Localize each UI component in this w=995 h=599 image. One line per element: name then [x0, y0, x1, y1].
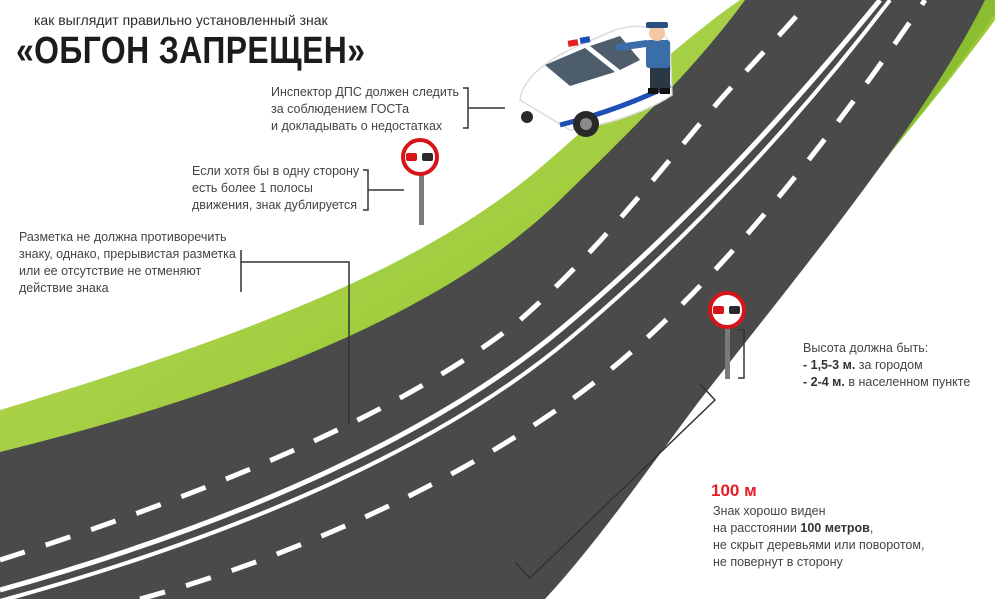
note-markings-line: знаку, однако, прерывистая разметка [19, 247, 236, 261]
callout-inspector [463, 87, 469, 129]
note-inspector: Инспектор ДПС должен следить за соблюден… [271, 84, 459, 135]
dashed-lane-line-left [0, 0, 810, 560]
note-markings-line: действие знака [19, 281, 109, 295]
callout-visibility [514, 383, 717, 580]
callout-duplicate [363, 169, 369, 211]
note-visibility-line: Знак хорошо виден [713, 504, 826, 518]
note-height-intro: Высота должна быть: [803, 341, 929, 355]
no-overtaking-sign-icon [401, 138, 439, 225]
visibility-distance: 100 м [711, 481, 757, 500]
note-visibility-line: не скрыт деревьями или поворотом, [713, 538, 925, 552]
height-rural-text: за городом [855, 358, 923, 372]
note-duplicate-line: есть более 1 полосы [192, 181, 313, 195]
callout-markings [240, 250, 350, 425]
page-subtitle: как выглядит правильно установленный зна… [34, 12, 328, 28]
note-markings: Разметка не должна противоречить знаку, … [19, 229, 236, 297]
note-height-urban: - 2-4 м. в населенном пункте [803, 374, 970, 391]
height-urban-value: - 2-4 м. [803, 375, 845, 389]
height-rural-value: - 1,5-3 м. [803, 358, 856, 372]
note-visibility-line: не повернут в сторону [713, 555, 843, 569]
double-solid-line [0, 0, 880, 590]
visibility-pre: на расстоянии [713, 521, 801, 535]
double-solid-line-2 [0, 0, 890, 599]
note-markings-line: или ее отсутствие не отменяют [19, 264, 202, 278]
callout-lines [240, 87, 745, 580]
note-duplicate: Если хотя бы в одну сторону есть более 1… [192, 163, 359, 214]
note-visibility-line: на расстоянии 100 метров, [713, 520, 924, 537]
note-height: Высота должна быть: - 1,5-3 м. за городо… [803, 340, 970, 391]
no-overtaking-sign-icon-2 [708, 291, 746, 379]
traffic-inspector-icon [615, 22, 670, 94]
visibility-post: , [869, 521, 874, 535]
note-markings-line: Разметка не должна противоречить [19, 230, 227, 244]
height-urban-text: в населенном пункте [844, 375, 971, 389]
visibility-value: 100 метров [800, 521, 870, 535]
note-duplicate-line: движения, знак дублируется [192, 198, 357, 212]
page-title: «ОБГОН ЗАПРЕЩЕН» [16, 30, 366, 72]
note-inspector-line: Инспектор ДПС должен следить [271, 85, 460, 99]
note-height-rural: - 1,5-3 м. за городом [803, 357, 970, 374]
note-inspector-line: за соблюдением ГОСТа [271, 102, 410, 116]
callout-height [738, 329, 745, 379]
note-duplicate-line: Если хотя бы в одну сторону [192, 164, 360, 178]
note-inspector-line: и докладывать о недостатках [271, 119, 443, 133]
note-visibility: Знак хорошо виден на расстоянии 100 метр… [713, 503, 924, 571]
